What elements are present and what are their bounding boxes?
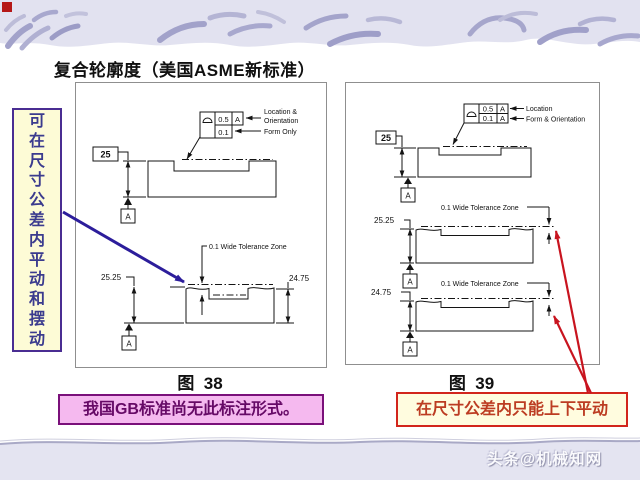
fcf-upper-datum: A [235, 115, 240, 124]
fcf-upper-tolerance: 0.5 [483, 105, 493, 114]
dim-25: 25 [100, 150, 110, 160]
gb-standard-note: 我国GB标准尚无此标注形式。 [58, 394, 324, 425]
fig38-fcf-callouts: Location & Orientation Form Only [186, 109, 298, 160]
fig39-upper-part: 25 A [375, 130, 532, 203]
datum-flag-a: A [405, 191, 411, 200]
dim-2525: 25.25 [374, 216, 395, 225]
fig38-upper-part: 25 A [92, 146, 277, 224]
figure-38-drawing: 0.5 A 0.1 Location & Orientation Form On… [92, 109, 310, 351]
dim-25: 25 [381, 133, 391, 143]
fcf-leader [186, 136, 201, 160]
fcf-upper-datum: A [500, 105, 505, 114]
datum-triangle [404, 177, 412, 184]
dim-2475: 24.75 [289, 274, 310, 283]
fig39-feature-control-frame: 0.5 A 0.1 A [463, 103, 509, 124]
datum-triangle [406, 331, 414, 338]
fig38-lower-part: 0.1 Wide Tolerance Zone 25.25 24.75 [101, 244, 310, 351]
figure-39-caption: 图 39 [448, 374, 495, 393]
watermark: 头条@机械知网 [487, 451, 603, 468]
fig39-middle-part: 0.1 Wide Tolerance Zone 25.25 A [374, 205, 554, 289]
tolerance-zone-label-bottom: 0.1 Wide Tolerance Zone [441, 281, 519, 288]
bottom-decorative-band [0, 437, 640, 480]
datum-flag-a: A [407, 277, 413, 286]
corner-marker [2, 2, 12, 12]
callout-form-orientation: Form & Orientation [526, 117, 585, 124]
fig38-feature-control-frame: 0.5 A 0.1 [199, 111, 244, 139]
fcf-lower-tolerance: 0.1 [483, 114, 493, 123]
callout-form-only: Form Only [264, 129, 297, 136]
datum-flag-a: A [407, 345, 413, 354]
datum-flag-a: A [126, 340, 132, 349]
tolerance-zone-label: 0.1 Wide Tolerance Zone [209, 244, 287, 251]
figure-39-drawing: 0.5 A 0.1 A Location Form & Orientation … [371, 103, 585, 357]
left-note-text: 可 在 尺 寸 公 差 内 平 动 和 摆 动 [28, 113, 45, 348]
left-note-box: 可 在 尺 寸 公 差 内 平 动 和 摆 动 [12, 108, 62, 352]
callout-orientation: Orientation [264, 118, 298, 125]
figure-38-frame: 0.5 A 0.1 Location & Orientation Form On… [75, 82, 327, 368]
profile-of-surface-icon [466, 111, 477, 117]
fig39-lower-part: 0.1 Wide Tolerance Zone 24.75 A [371, 281, 554, 357]
datum-triangle [125, 323, 133, 331]
fcf-lower-tolerance: 0.1 [218, 128, 228, 137]
tolerance-zone-label-top: 0.1 Wide Tolerance Zone [441, 205, 519, 212]
dim-2525: 25.25 [101, 273, 122, 282]
fcf-upper-tolerance: 0.5 [218, 115, 228, 124]
dim-2475: 24.75 [371, 288, 392, 297]
datum-flag-a: A [125, 213, 131, 222]
fcf-lower-datum: A [500, 114, 505, 123]
datum-triangle [124, 197, 132, 205]
brush-strokes [4, 9, 640, 51]
profile-of-surface-icon [202, 117, 213, 123]
movement-note: 在尺寸公差内只能上下平动 [396, 392, 628, 427]
page-title: 复合轮廓度（美国ASME新标准） [54, 61, 316, 80]
fcf-leader [452, 122, 465, 145]
callout-location: Location & [264, 109, 297, 116]
datum-triangle [406, 263, 414, 270]
figure-39-frame: 0.5 A 0.1 A Location Form & Orientation … [345, 82, 600, 365]
callout-location: Location [526, 106, 553, 113]
top-decorative-band [0, 0, 640, 51]
fig39-fcf-callouts: Location Form & Orientation [452, 106, 585, 145]
figure-38-caption: 图 38 [177, 374, 223, 393]
